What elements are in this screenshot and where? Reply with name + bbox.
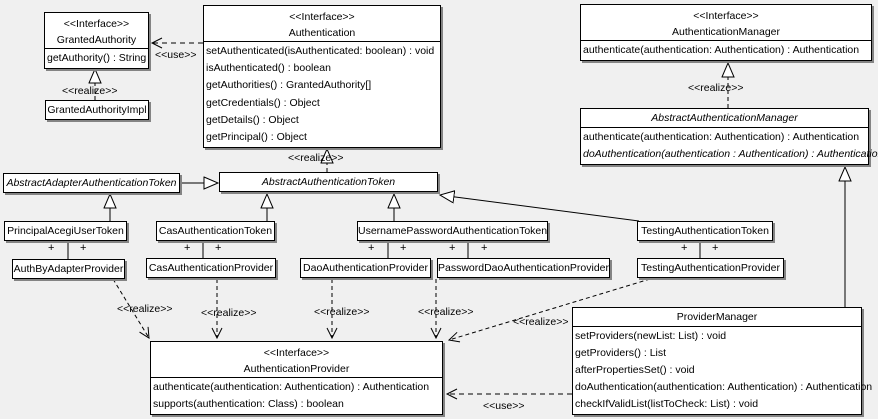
class-principal-acegi-user-token[interactable]: PrincipalAcegiUserToken <box>4 221 127 241</box>
assoc-end-label: + <box>449 242 456 254</box>
method-label: getProviders() : List <box>575 347 667 359</box>
class-name: AuthenticationProvider <box>243 363 350 375</box>
class-cas-authentication-token[interactable]: CasAuthenticationToken <box>156 221 275 241</box>
class-name: AuthenticationManager <box>672 26 780 38</box>
method-label: supports(authentication: Class) : boolea… <box>153 398 344 410</box>
class-testing-authentication-provider[interactable]: TestingAuthenticationProvider <box>637 258 784 278</box>
method-label: getAuthorities() : GrantedAuthority[] <box>206 79 372 92</box>
class-provider-manager[interactable]: ProviderManager setProviders(newList: Li… <box>572 307 873 415</box>
class-testing-authentication-token[interactable]: TestingAuthenticationToken <box>637 221 773 241</box>
realize-label: <<realize>> <box>201 307 257 319</box>
method-label: authenticate(authentication: Authenticat… <box>583 44 860 56</box>
method-label: doAuthentication(authentication : Authen… <box>583 148 878 160</box>
class-name: CasAuthenticationToken <box>158 225 273 237</box>
class-authentication[interactable]: <<Interface>> Authentication setAuthenti… <box>203 5 441 149</box>
class-name: AbstractAuthenticationManager <box>651 112 798 124</box>
assoc-end-label: + <box>681 242 688 254</box>
method-label: checkIfValidList(listToCheck: List) : vo… <box>575 398 759 410</box>
class-name: PrincipalAcegiUserToken <box>7 225 124 237</box>
method-label: getCredentials() : Object <box>206 96 320 109</box>
method-label: authenticate(authentication: Authenticat… <box>153 381 430 393</box>
stereotype-label: <<Interface>> <box>289 11 355 23</box>
gen-edge-testingtoken <box>440 195 640 222</box>
class-authentication-provider[interactable]: <<Interface>> AuthenticationProvider aut… <box>150 341 443 415</box>
method-label: isAuthenticated() : boolean <box>206 62 331 75</box>
class-name: TestingAuthenticationToken <box>641 225 769 237</box>
class-name: UsernamePasswordAuthenticationToken <box>358 225 548 237</box>
class-name: ProviderManager <box>676 311 758 323</box>
realize-edge-testingprovider <box>447 278 651 343</box>
class-abstract-adapter-authentication-token[interactable]: AbstractAdapterAuthenticationToken <box>3 173 180 193</box>
assoc-end-label: + <box>215 242 222 254</box>
method-label: getDetails() : Object <box>206 113 299 126</box>
class-name: AbstractAuthenticationToken <box>261 176 396 188</box>
method-label: getAuthority() : String <box>47 52 147 64</box>
class-name: GrantedAuthority <box>56 34 137 46</box>
method-label: setProviders(newList: List) : void <box>575 330 727 342</box>
assoc-end-label: + <box>712 242 719 254</box>
class-auth-by-adapter-provider[interactable]: AuthByAdapterProvider <box>12 259 125 279</box>
class-granted-authority[interactable]: <<Interface>> GrantedAuthority getAuthor… <box>44 12 149 69</box>
assoc-end-label: + <box>400 242 407 254</box>
assoc-end-label: + <box>184 242 191 254</box>
class-abstract-authentication-token[interactable]: AbstractAuthenticationToken <box>219 172 438 192</box>
class-abstract-authentication-manager[interactable]: AbstractAuthenticationManager authentica… <box>580 108 878 165</box>
realize-label: <<realize>> <box>62 85 118 97</box>
class-name: CasAuthenticationProvider <box>148 262 274 274</box>
realize-label: <<realize>> <box>314 306 370 318</box>
stereotype-label: <<Interface>> <box>63 18 130 30</box>
method-label: setAuthenticated(isAuthenticated: boolea… <box>206 45 435 57</box>
method-label: doAuthentication(authentication: Authent… <box>575 381 873 393</box>
class-granted-authority-impl[interactable]: GrantedAuthorityImpl <box>45 100 149 120</box>
use-label: <<use>> <box>483 400 525 412</box>
stereotype-label: <<Interface>> <box>263 347 330 359</box>
method-label: getPrincipal() : Object <box>206 131 307 144</box>
method-label: afterPropertiesSet() : void <box>575 364 695 376</box>
realize-label: <<realize>> <box>117 303 173 315</box>
class-username-password-authentication-token[interactable]: UsernamePasswordAuthenticationToken <box>357 221 548 241</box>
class-name: GrantedAuthorityImpl <box>47 104 147 116</box>
use-label: <<use>> <box>155 49 197 61</box>
class-dao-authentication-provider[interactable]: DaoAuthenticationProvider <box>300 258 431 278</box>
class-name: Authentication <box>288 27 356 39</box>
method-label: authenticate(authentication: Authenticat… <box>583 131 860 143</box>
class-name: PasswordDaoAuthenticationProvider <box>438 262 610 274</box>
realize-label: <<realize>> <box>418 306 474 318</box>
realize-label: <<realize>> <box>288 152 344 164</box>
assoc-end-label: + <box>368 242 375 254</box>
assoc-end-label: + <box>48 242 55 254</box>
class-cas-authentication-provider[interactable]: CasAuthenticationProvider <box>146 258 276 278</box>
realize-label: <<realize>> <box>688 82 744 94</box>
stereotype-label: <<Interface>> <box>693 10 759 22</box>
class-name: TestingAuthenticationProvider <box>641 262 780 274</box>
assoc-end-label: + <box>481 242 488 254</box>
class-name: DaoAuthenticationProvider <box>303 262 428 274</box>
class-name: AbstractAdapterAuthenticationToken <box>6 177 177 189</box>
class-authentication-manager[interactable]: <<Interface>> AuthenticationManager auth… <box>580 4 872 61</box>
class-password-dao-authentication-provider[interactable]: PasswordDaoAuthenticationProvider <box>437 258 610 278</box>
realize-label: <<realize>> <box>513 316 569 328</box>
realize-edge-authbyadapterprovider <box>112 278 150 339</box>
class-name: AuthByAdapterProvider <box>13 263 124 275</box>
assoc-end-label: + <box>80 242 87 254</box>
